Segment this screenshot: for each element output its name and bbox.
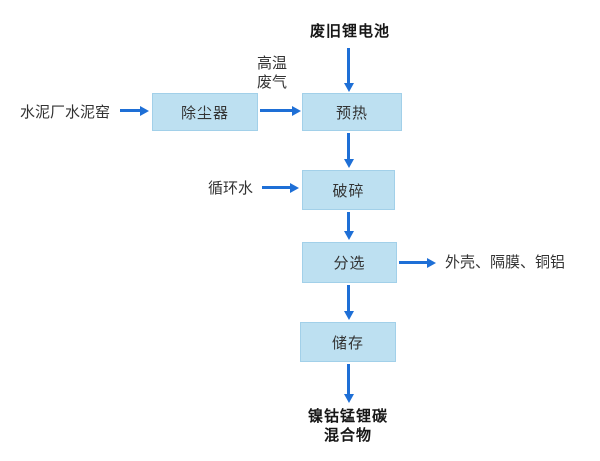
arrow-store-to-mixture: [347, 364, 350, 395]
byproducts-label: 外壳、隔膜、铜铝: [445, 254, 566, 271]
hot-gas-line1: 高温: [257, 55, 288, 72]
arrow-kiln-to-dust-remover: [120, 109, 141, 112]
arrow-sort-to-store: [347, 285, 350, 312]
hot-gas-line2: 废气: [257, 73, 288, 91]
node-dust-remover: 除尘器: [152, 93, 258, 131]
hot-gas-label: 高温 废气: [257, 55, 287, 93]
final-output-line2: 混合物: [323, 426, 372, 444]
node-crush: 破碎: [302, 170, 395, 210]
node-preheat: 预热: [302, 93, 402, 131]
node-store: 储存: [300, 322, 396, 362]
final-output-label: 镍钴锰锂碳 混合物: [292, 408, 404, 446]
arrow-preheat-to-crush: [347, 133, 350, 160]
arrow-water-to-crush: [262, 186, 291, 189]
node-sort: 分选: [302, 242, 397, 283]
arrow-sort-to-byproducts: [399, 261, 428, 264]
source-label: 废旧锂电池: [309, 23, 390, 40]
arrow-battery-to-preheat: [347, 48, 350, 84]
arrow-dust-remover-to-preheat: [260, 109, 293, 112]
circulating-water-label: 循环水: [208, 180, 254, 197]
final-output-line1: 镍钴锰锂碳: [307, 408, 388, 425]
cement-kiln-label: 水泥厂水泥窑: [20, 104, 111, 121]
arrow-crush-to-sort: [347, 212, 350, 232]
